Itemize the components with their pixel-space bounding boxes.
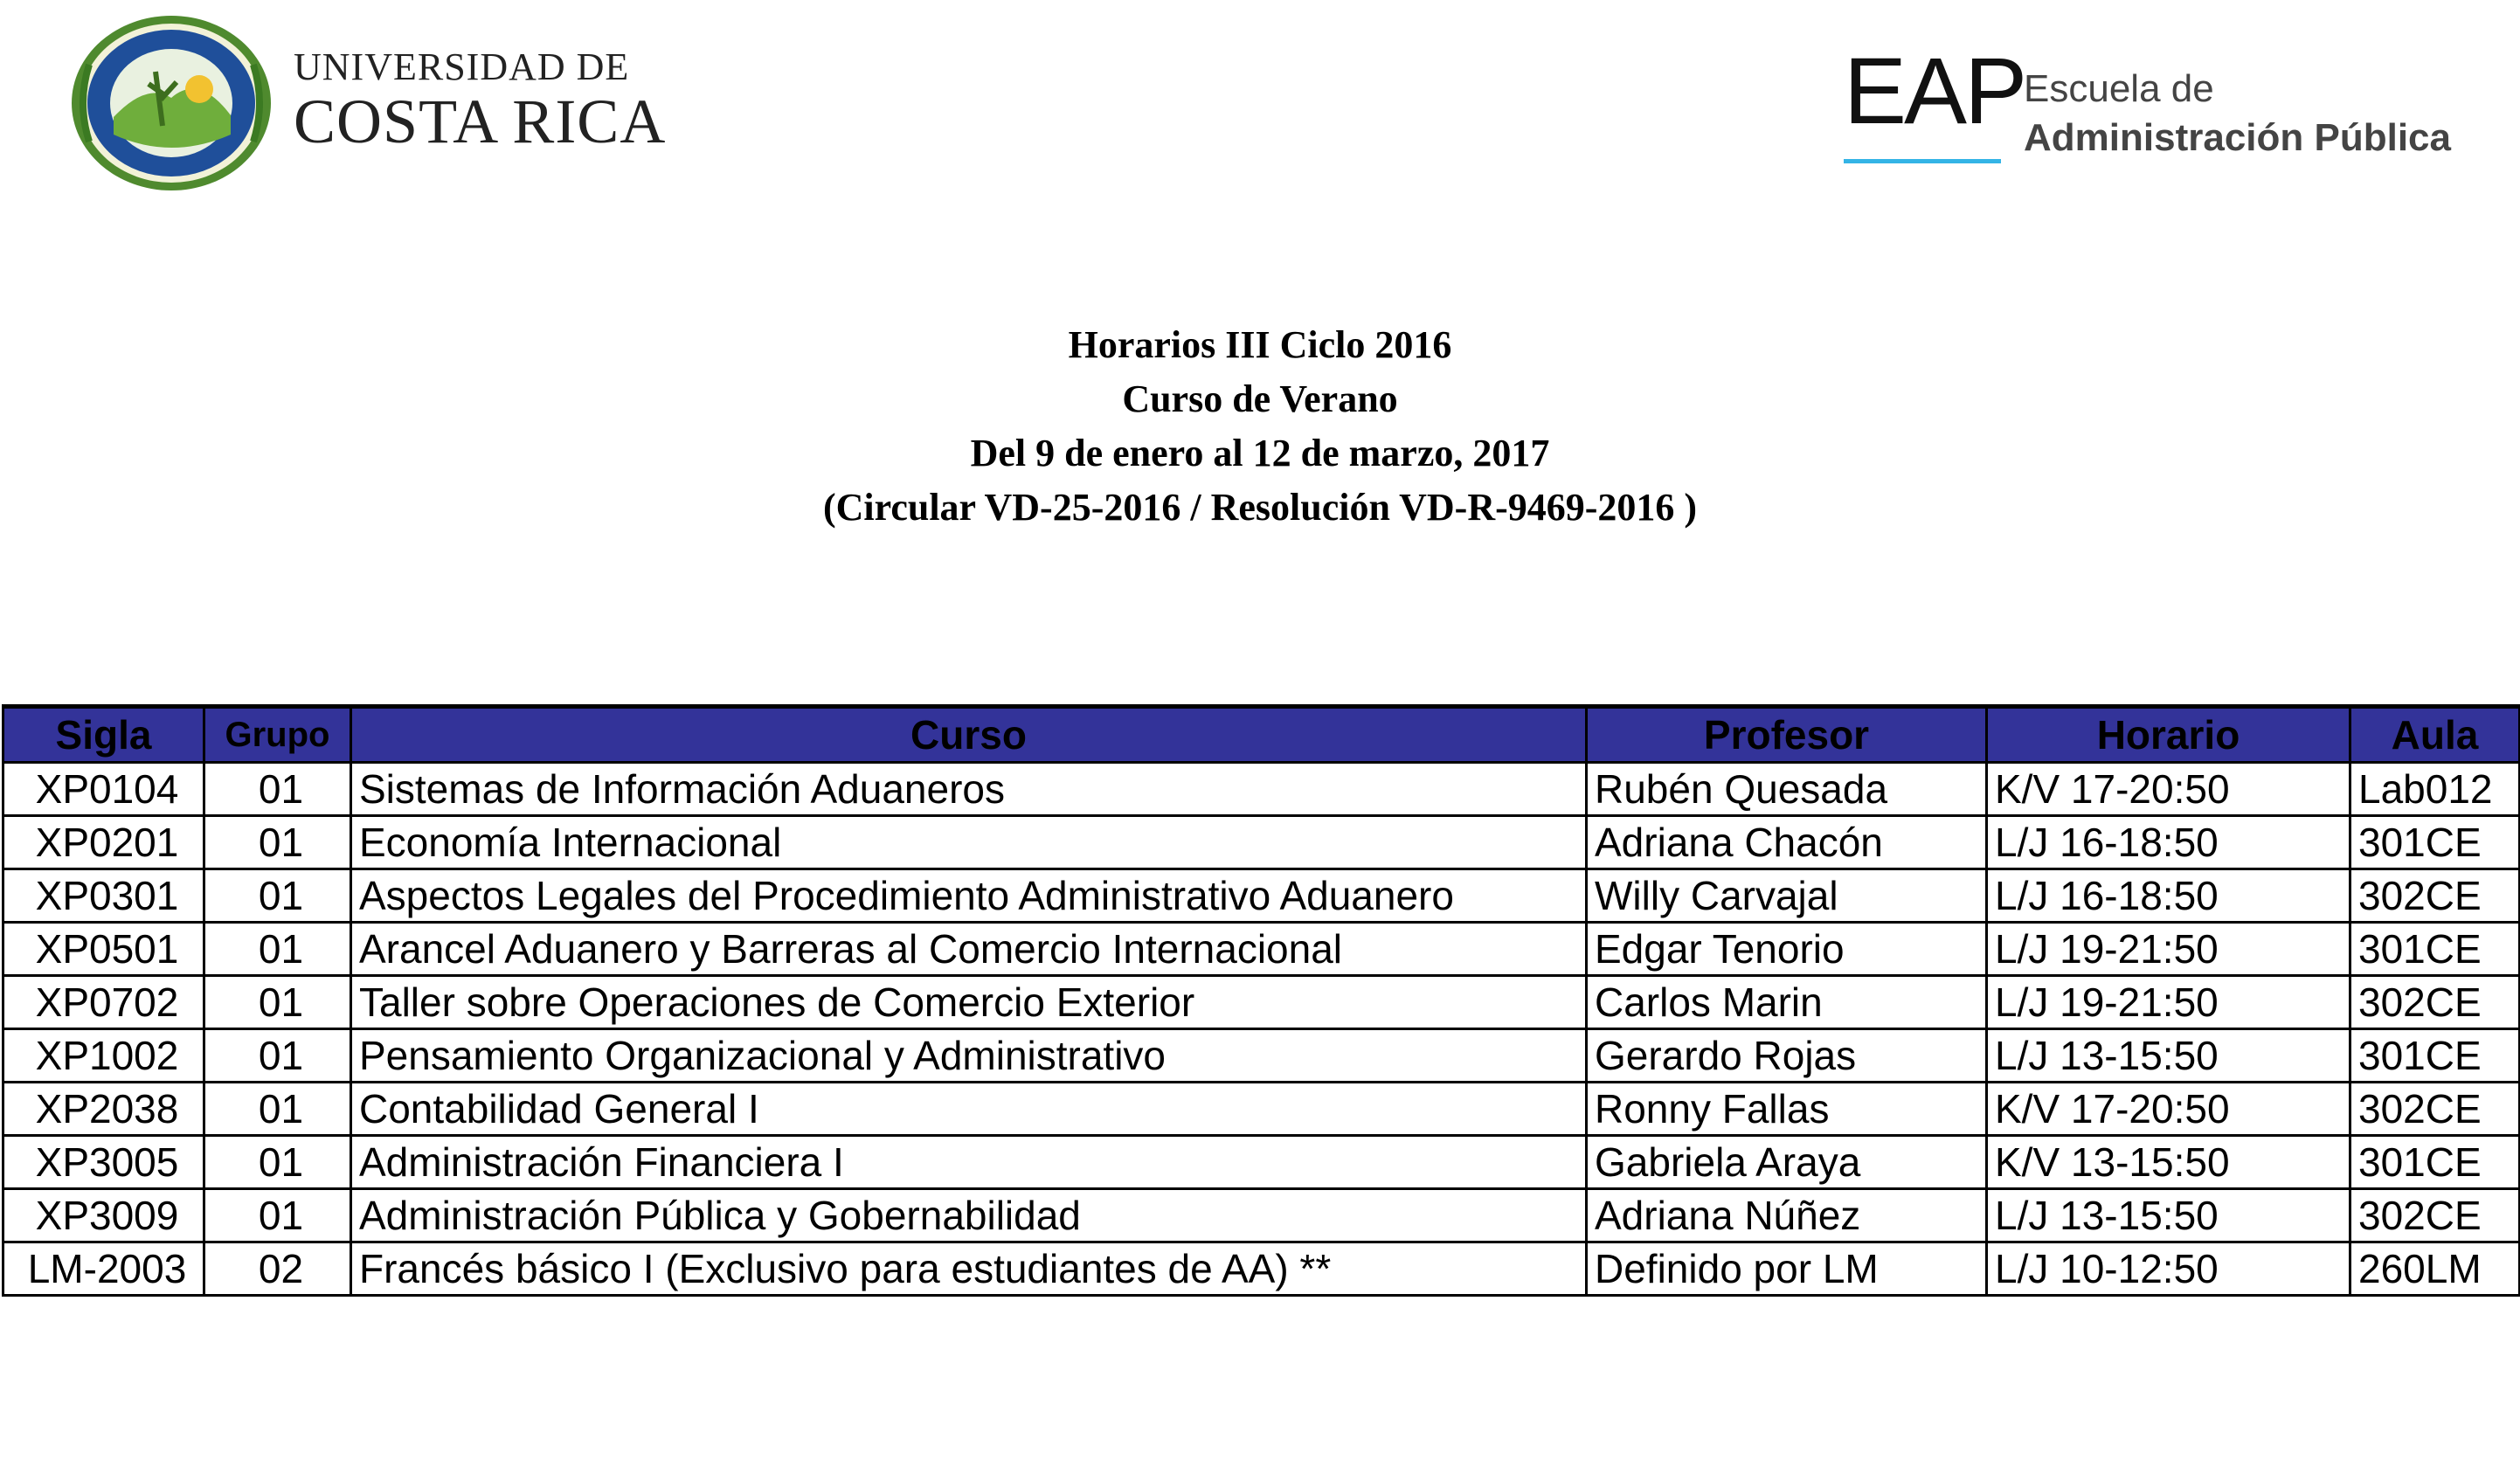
ucr-name-line2: COSTA RICA <box>294 87 667 156</box>
cell-grupo: 01 <box>203 1187 352 1243</box>
cell-horario: K/V 13-15:50 <box>1985 1134 2351 1190</box>
cell-grupo: 01 <box>203 1134 352 1190</box>
ucr-seal-icon <box>72 16 271 190</box>
cell-profesor: Ronny Fallas <box>1585 1081 1988 1137</box>
cell-profesor: Gerardo Rojas <box>1585 1028 1988 1083</box>
heading-line-4: (Circular VD-25-2016 / Resolución VD-R-9… <box>822 486 1698 529</box>
table-row: XP0702 01 Taller sobre Operaciones de Co… <box>2 974 2520 1030</box>
cell-profesor: Definido por LM <box>1585 1241 1988 1297</box>
cell-grupo: 02 <box>203 1241 352 1297</box>
cell-profesor: Rubén Quesada <box>1585 761 1988 817</box>
col-header-horario: Horario <box>1985 704 2351 764</box>
ucr-name-line1: UNIVERSIDAD DE <box>294 45 630 88</box>
cell-aula: Lab012 <box>2349 761 2520 817</box>
cell-horario: L/J 19-21:50 <box>1985 974 2351 1030</box>
cell-profesor: Adriana Chacón <box>1585 814 1988 870</box>
heading-line-1: Horarios III Ciclo 2016 <box>1068 323 1452 366</box>
cell-sigla: XP3005 <box>2 1134 205 1190</box>
cell-grupo: 01 <box>203 974 352 1030</box>
cell-profesor: Carlos Marin <box>1585 974 1988 1030</box>
cell-aula: 302CE <box>2349 1187 2520 1243</box>
col-header-curso: Curso <box>350 704 1588 764</box>
cell-curso: Pensamiento Organizacional y Administrat… <box>350 1028 1588 1083</box>
cell-aula: 302CE <box>2349 1081 2520 1137</box>
cell-profesor: Adriana Núñez <box>1585 1187 1988 1243</box>
cell-sigla: XP0201 <box>2 814 205 870</box>
eap-name-line2: Administración Pública <box>2024 116 2451 160</box>
cell-horario: L/J 16-18:50 <box>1985 868 2351 924</box>
cell-sigla: XP0104 <box>2 761 205 817</box>
cell-profesor: Edgar Tenorio <box>1585 921 1988 977</box>
cell-horario: L/J 13-15:50 <box>1985 1028 2351 1083</box>
eap-logo: EAP Escuela de Administración Pública <box>1844 44 2451 163</box>
table-row: XP3005 01 Administración Financiera I Ga… <box>2 1134 2520 1190</box>
cell-grupo: 01 <box>203 868 352 924</box>
table-row: XP0104 01 Sistemas de Información Aduane… <box>2 761 2520 817</box>
table-row: XP3009 01 Administración Pública y Gober… <box>2 1187 2520 1243</box>
table-row: XP1002 01 Pensamiento Organizacional y A… <box>2 1028 2520 1083</box>
cell-sigla: LM-2003 <box>2 1241 205 1297</box>
ucr-logo: UNIVERSIDAD DE COSTA RICA <box>68 12 666 194</box>
cell-curso: Arancel Aduanero y Barreras al Comercio … <box>350 921 1588 977</box>
cell-horario: K/V 17-20:50 <box>1985 1081 2351 1137</box>
heading-line-2: Curso de Verano <box>1122 377 1398 420</box>
cell-curso: Economía Internacional <box>350 814 1588 870</box>
cell-curso: Taller sobre Operaciones de Comercio Ext… <box>350 974 1588 1030</box>
cell-aula: 302CE <box>2349 868 2520 924</box>
col-header-aula: Aula <box>2349 704 2520 764</box>
cell-profesor: Gabriela Araya <box>1585 1134 1988 1190</box>
cell-grupo: 01 <box>203 761 352 817</box>
cell-curso: Francés básico I (Exclusivo para estudia… <box>350 1241 1588 1297</box>
cell-profesor: Willy Carvajal <box>1585 868 1988 924</box>
schedule-table: Sigla Grupo Curso Profesor Horario Aula … <box>2 704 2520 1297</box>
cell-sigla: XP0301 <box>2 868 205 924</box>
table-row: XP0201 01 Economía Internacional Adriana… <box>2 814 2520 870</box>
eap-accent-bar <box>1844 159 2001 163</box>
cell-grupo: 01 <box>203 1081 352 1137</box>
cell-curso: Sistemas de Información Aduaneros <box>350 761 1588 817</box>
cell-horario: L/J 13-15:50 <box>1985 1187 2351 1243</box>
table-row: LM-2003 02 Francés básico I (Exclusivo p… <box>2 1241 2520 1297</box>
cell-aula: 301CE <box>2349 1028 2520 1083</box>
cell-aula: 301CE <box>2349 1134 2520 1190</box>
table-row: XP2038 01 Contabilidad General I Ronny F… <box>2 1081 2520 1137</box>
cell-aula: 302CE <box>2349 974 2520 1030</box>
cell-aula: 301CE <box>2349 921 2520 977</box>
cell-horario: L/J 10-12:50 <box>1985 1241 2351 1297</box>
table-row: XP0301 01 Aspectos Legales del Procedimi… <box>2 868 2520 924</box>
cell-curso: Administración Pública y Gobernabilidad <box>350 1187 1588 1243</box>
col-header-profesor: Profesor <box>1585 704 1988 764</box>
cell-horario: L/J 19-21:50 <box>1985 921 2351 977</box>
table-row: XP0501 01 Arancel Aduanero y Barreras al… <box>2 921 2520 977</box>
cell-sigla: XP1002 <box>2 1028 205 1083</box>
cell-horario: L/J 16-18:50 <box>1985 814 2351 870</box>
eap-name-line1: Escuela de <box>2024 67 2214 110</box>
document-heading: Horarios III Ciclo 2016 Curso de Verano … <box>0 318 2520 535</box>
heading-line-3: Del 9 de enero al 12 de marzo, 2017 <box>970 432 1550 474</box>
cell-grupo: 01 <box>203 814 352 870</box>
eap-acronym: EAP <box>1844 38 2027 143</box>
col-header-grupo: Grupo <box>203 704 352 764</box>
cell-sigla: XP3009 <box>2 1187 205 1243</box>
cell-curso: Administración Financiera I <box>350 1134 1588 1190</box>
cell-horario: K/V 17-20:50 <box>1985 761 2351 817</box>
cell-sigla: XP0501 <box>2 921 205 977</box>
col-header-sigla: Sigla <box>2 704 205 764</box>
table-header-row: Sigla Grupo Curso Profesor Horario Aula <box>2 704 2520 764</box>
cell-grupo: 01 <box>203 1028 352 1083</box>
cell-curso: Aspectos Legales del Procedimiento Admin… <box>350 868 1588 924</box>
cell-aula: 260LM <box>2349 1241 2520 1297</box>
cell-sigla: XP0702 <box>2 974 205 1030</box>
cell-sigla: XP2038 <box>2 1081 205 1137</box>
cell-aula: 301CE <box>2349 814 2520 870</box>
cell-grupo: 01 <box>203 921 352 977</box>
cell-curso: Contabilidad General I <box>350 1081 1588 1137</box>
